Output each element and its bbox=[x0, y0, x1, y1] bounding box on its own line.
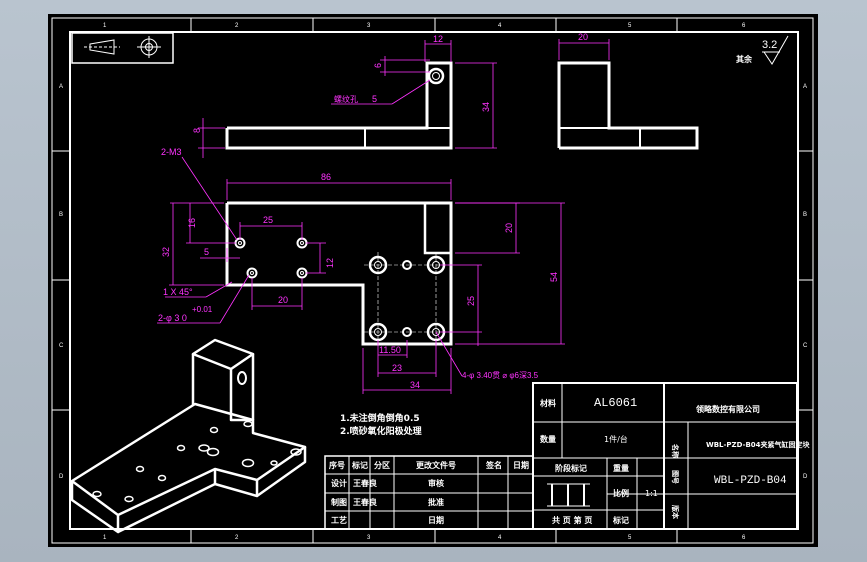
zone-labels-right: A B C D bbox=[803, 84, 808, 480]
note-pin-holes: 2-φ 3 0 bbox=[158, 313, 187, 323]
drawing-no-label: 图号 bbox=[671, 470, 680, 484]
dim-front-54: 54 bbox=[549, 272, 559, 282]
zone-bottom-1: 1 bbox=[103, 535, 107, 541]
sheet-label: 共 页 第 页 bbox=[552, 515, 592, 525]
zone-bottom-4: 4 bbox=[498, 535, 502, 541]
first-angle-projection-icon bbox=[71, 32, 174, 64]
rev-row2-col0: 制图 bbox=[331, 497, 347, 507]
technical-note-2: 2.喷砂氧化阳极处理 bbox=[340, 425, 422, 437]
rev-row0-col4: 签名 bbox=[485, 460, 502, 470]
dim-front-20-bottom: 20 bbox=[278, 295, 288, 305]
technical-note-1: 1.未注倒角倒角0.5 bbox=[340, 412, 420, 424]
dim-front-25-right: 25 bbox=[466, 296, 476, 306]
zone-left-a: A bbox=[59, 84, 63, 90]
rev-row3-col3: 日期 bbox=[428, 515, 444, 525]
zone-left-b: B bbox=[59, 212, 63, 218]
weight-label: 重量 bbox=[613, 463, 629, 473]
title-block-grid bbox=[324, 382, 798, 530]
zone-ticks bbox=[52, 18, 813, 543]
zone-bottom-6: 6 bbox=[742, 535, 746, 541]
dim-front-34: 34 bbox=[410, 380, 420, 390]
material-label: 材料 bbox=[540, 398, 556, 408]
dim-front-20-right: 20 bbox=[504, 223, 514, 233]
zone-labels-bottom: 1 2 3 4 5 6 bbox=[103, 535, 746, 541]
rev-row1-col3: 审核 bbox=[428, 478, 444, 488]
dim-top-12: 12 bbox=[433, 34, 443, 44]
zone-bottom-3: 3 bbox=[367, 535, 371, 541]
roughness-prefix: 其余 bbox=[736, 54, 753, 64]
dim-front-32: 32 bbox=[161, 247, 171, 257]
roughness-symbol: 其余 3.2 bbox=[736, 35, 789, 65]
top-view-dimension-lines bbox=[198, 40, 497, 158]
front-view-dimension-lines bbox=[157, 156, 565, 394]
revision-table: 序号 标记 分区 更改文件号 签名 日期 设计 王春良 审核 制图 王春良 批准… bbox=[329, 460, 529, 525]
rev-row0-col2: 分区 bbox=[374, 460, 390, 470]
name-label: 名称 bbox=[671, 444, 680, 458]
roughness-value: 3.2 bbox=[762, 39, 777, 51]
dim-front-16: 16 bbox=[187, 218, 197, 228]
dim-top-34: 34 bbox=[481, 102, 491, 112]
note-holes-m3: 2-M3 bbox=[161, 147, 182, 157]
note-counterbore: 4-φ 3.40贯 ⌀ φ6深3.5 bbox=[462, 371, 539, 380]
material-value: AL6061 bbox=[594, 396, 637, 410]
qty-value: 1件/台 bbox=[604, 434, 628, 444]
rev-row1-col0: 设计 bbox=[331, 478, 347, 488]
scale-label: 比例 bbox=[613, 488, 629, 498]
stage-label: 阶段标记 bbox=[555, 463, 587, 473]
rev-row0-col5: 日期 bbox=[513, 460, 529, 470]
zone-bottom-2: 2 bbox=[235, 535, 239, 541]
dim-front-25: 25 bbox=[263, 215, 273, 225]
rev-row0-col3: 更改文件号 bbox=[416, 460, 456, 470]
version-label: 版本 bbox=[671, 505, 680, 519]
part-name: WBL-PZD-B04夹紧气缸固定块 bbox=[706, 440, 811, 449]
top-view bbox=[225, 61, 453, 150]
zone-left-d: D bbox=[59, 474, 64, 480]
dim-top-8: 8 bbox=[192, 128, 202, 133]
top-view-tapped-hole bbox=[427, 67, 445, 85]
rev-row0-col1: 标记 bbox=[351, 460, 368, 470]
zone-top-2: 2 bbox=[235, 23, 239, 29]
zone-top-3: 3 bbox=[367, 23, 371, 29]
zone-bottom-5: 5 bbox=[628, 535, 632, 541]
rev-row0-col0: 序号 bbox=[329, 460, 345, 470]
dim-front-23: 23 bbox=[392, 363, 402, 373]
isometric-holes bbox=[92, 420, 302, 503]
remark-label: 标记 bbox=[612, 515, 629, 525]
zone-top-1: 1 bbox=[103, 23, 107, 29]
rev-row2-col3: 批准 bbox=[428, 497, 444, 507]
rev-row1-col1: 王春良 bbox=[353, 478, 377, 488]
side-view bbox=[557, 61, 699, 150]
drawing-no-value: WBL-PZD-B04 bbox=[714, 475, 787, 487]
zone-right-a: A bbox=[803, 84, 807, 90]
isometric-view bbox=[70, 338, 307, 534]
note-thread-label: 螺纹孔 bbox=[334, 94, 358, 104]
dim-side-20: 20 bbox=[578, 32, 588, 42]
note-pin-tolerance: +0.01 bbox=[192, 305, 213, 314]
zone-top-4: 4 bbox=[498, 23, 502, 29]
zone-labels-top: 1 2 3 4 5 6 bbox=[103, 23, 746, 29]
front-view-center-lines bbox=[364, 252, 450, 346]
roughness-check-icon bbox=[763, 35, 789, 65]
company-name: 领略数控有限公司 bbox=[696, 404, 760, 414]
dim-front-5: 5 bbox=[204, 247, 209, 257]
dim-top-6: 6 bbox=[373, 63, 383, 68]
rev-row2-col1: 王春良 bbox=[353, 497, 377, 507]
zone-top-6: 6 bbox=[742, 23, 746, 29]
note-thread-value: 5 bbox=[372, 94, 377, 104]
zone-right-b: B bbox=[803, 212, 807, 218]
side-view-dimension-lines bbox=[558, 39, 610, 60]
dim-front-11-50: 11.50 bbox=[379, 345, 401, 355]
zone-right-c: C bbox=[803, 343, 808, 349]
dim-front-86: 86 bbox=[321, 172, 331, 182]
rev-row3-col0: 工艺 bbox=[331, 515, 347, 525]
zone-labels-left: A B C D bbox=[59, 84, 64, 480]
qty-label: 数量 bbox=[540, 434, 556, 444]
note-chamfer: 1 X 45° bbox=[163, 287, 193, 297]
zone-left-c: C bbox=[59, 343, 64, 349]
dim-front-12: 12 bbox=[325, 258, 335, 268]
scale-value: 1:1 bbox=[645, 489, 658, 498]
zone-right-d: D bbox=[803, 474, 808, 480]
zone-top-5: 5 bbox=[628, 23, 632, 29]
